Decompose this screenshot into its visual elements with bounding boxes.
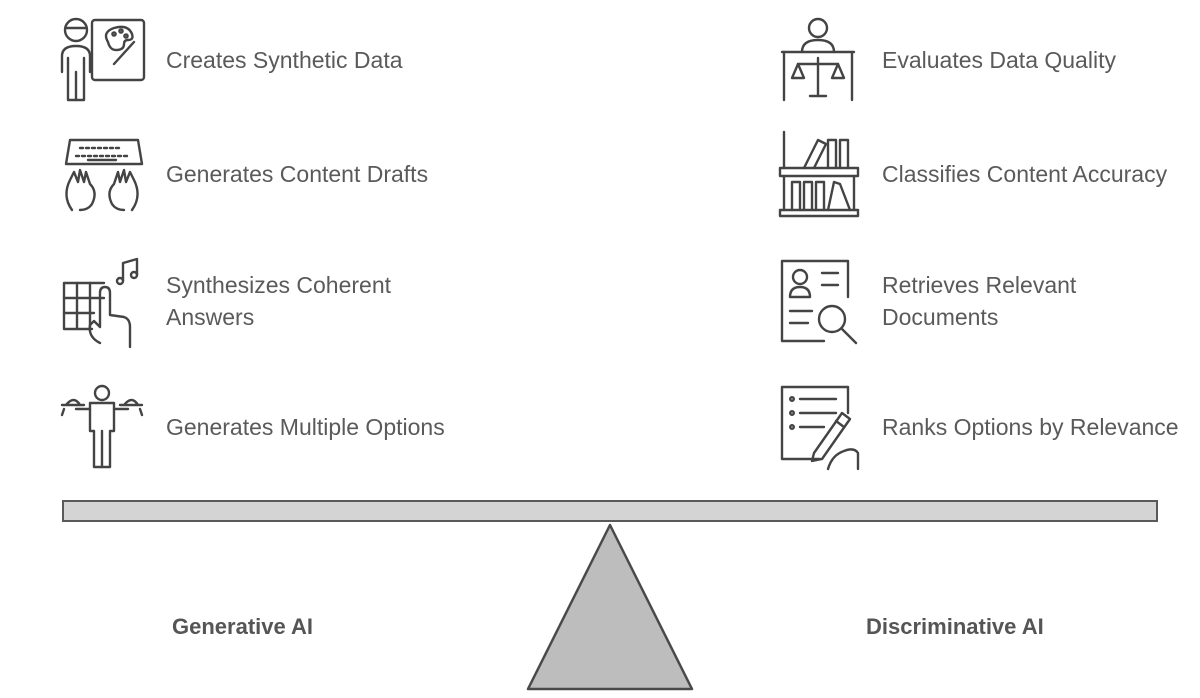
item-label: Ranks Options by Relevance	[882, 414, 1179, 440]
left-item-2: Generates Content Drafts	[54, 126, 474, 222]
checklist-pen-icon	[770, 379, 866, 475]
keyboard-typing-icon	[54, 126, 150, 222]
seesaw-beam	[62, 500, 1158, 522]
right-item-2: Classifies Content Accuracy	[770, 126, 1190, 222]
artist-palette-icon	[54, 12, 150, 108]
item-label: Retrieves Relevant Documents	[882, 272, 1077, 330]
item-label: Creates Synthetic Data	[166, 47, 403, 73]
bookshelf-icon	[770, 126, 866, 222]
right-item-3: Retrieves Relevant Documents	[770, 253, 1190, 349]
person-balancing-options-icon	[54, 379, 150, 475]
item-label: Synthesizes Coherent Answers	[166, 272, 392, 330]
item-label: Classifies Content Accuracy	[882, 161, 1168, 187]
discriminative-ai-label: Discriminative AI	[866, 614, 1044, 639]
fulcrum-triangle	[526, 523, 694, 691]
grid-music-hand-icon	[54, 253, 150, 349]
left-item-1: Creates Synthetic Data	[54, 12, 474, 108]
judge-scales-icon	[770, 12, 866, 108]
item-label: Evaluates Data Quality	[882, 47, 1116, 73]
document-search-icon	[770, 253, 866, 349]
right-item-1: Evaluates Data Quality	[770, 12, 1190, 108]
item-label: Generates Content Drafts	[166, 161, 429, 187]
generative-ai-label: Generative AI	[172, 614, 314, 639]
left-item-3: Synthesizes Coherent Answers	[54, 253, 474, 349]
left-item-4: Generates Multiple Options	[54, 379, 474, 475]
item-label: Generates Multiple Options	[166, 414, 445, 440]
right-item-4: Ranks Options by Relevance	[770, 379, 1190, 475]
